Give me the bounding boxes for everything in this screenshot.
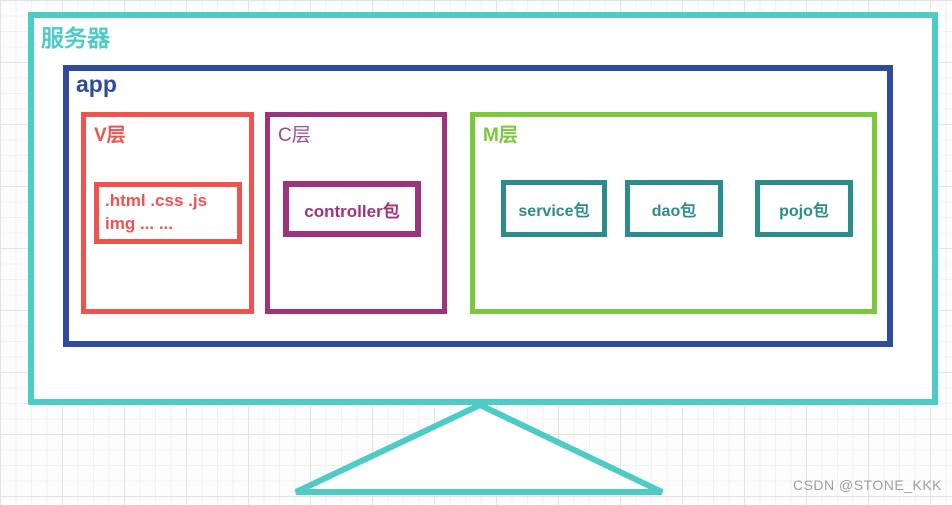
- server-container-box: 服务器 app V层 .html .css .js img ... ... C层…: [28, 12, 938, 405]
- pojo-package-box: pojo包: [755, 180, 853, 237]
- controller-layer-box: C层 controller包: [265, 112, 447, 314]
- app-container-box: app V层 .html .css .js img ... ... C层 con…: [63, 65, 893, 347]
- controller-layer-label: C层: [278, 125, 311, 146]
- watermark-text: CSDN @STONE_KKK: [792, 477, 942, 493]
- view-layer-box: V层 .html .css .js img ... ...: [81, 112, 254, 314]
- service-package-box: service包: [501, 180, 607, 237]
- view-layer-label: V层: [94, 125, 126, 146]
- view-assets-line1: .html .css .js: [105, 191, 208, 210]
- controller-package-box: controller包: [283, 181, 421, 237]
- view-assets-box: .html .css .js img ... ...: [94, 182, 242, 244]
- monitor-stand-triangle: [294, 401, 664, 495]
- dao-package-box: dao包: [625, 180, 723, 237]
- model-layer-box: M层 service包 dao包 pojo包: [470, 112, 877, 314]
- server-label: 服务器: [41, 25, 110, 51]
- app-label: app: [76, 71, 117, 97]
- view-assets-line2: img ... ...: [105, 213, 174, 233]
- model-layer-label: M层: [483, 125, 518, 146]
